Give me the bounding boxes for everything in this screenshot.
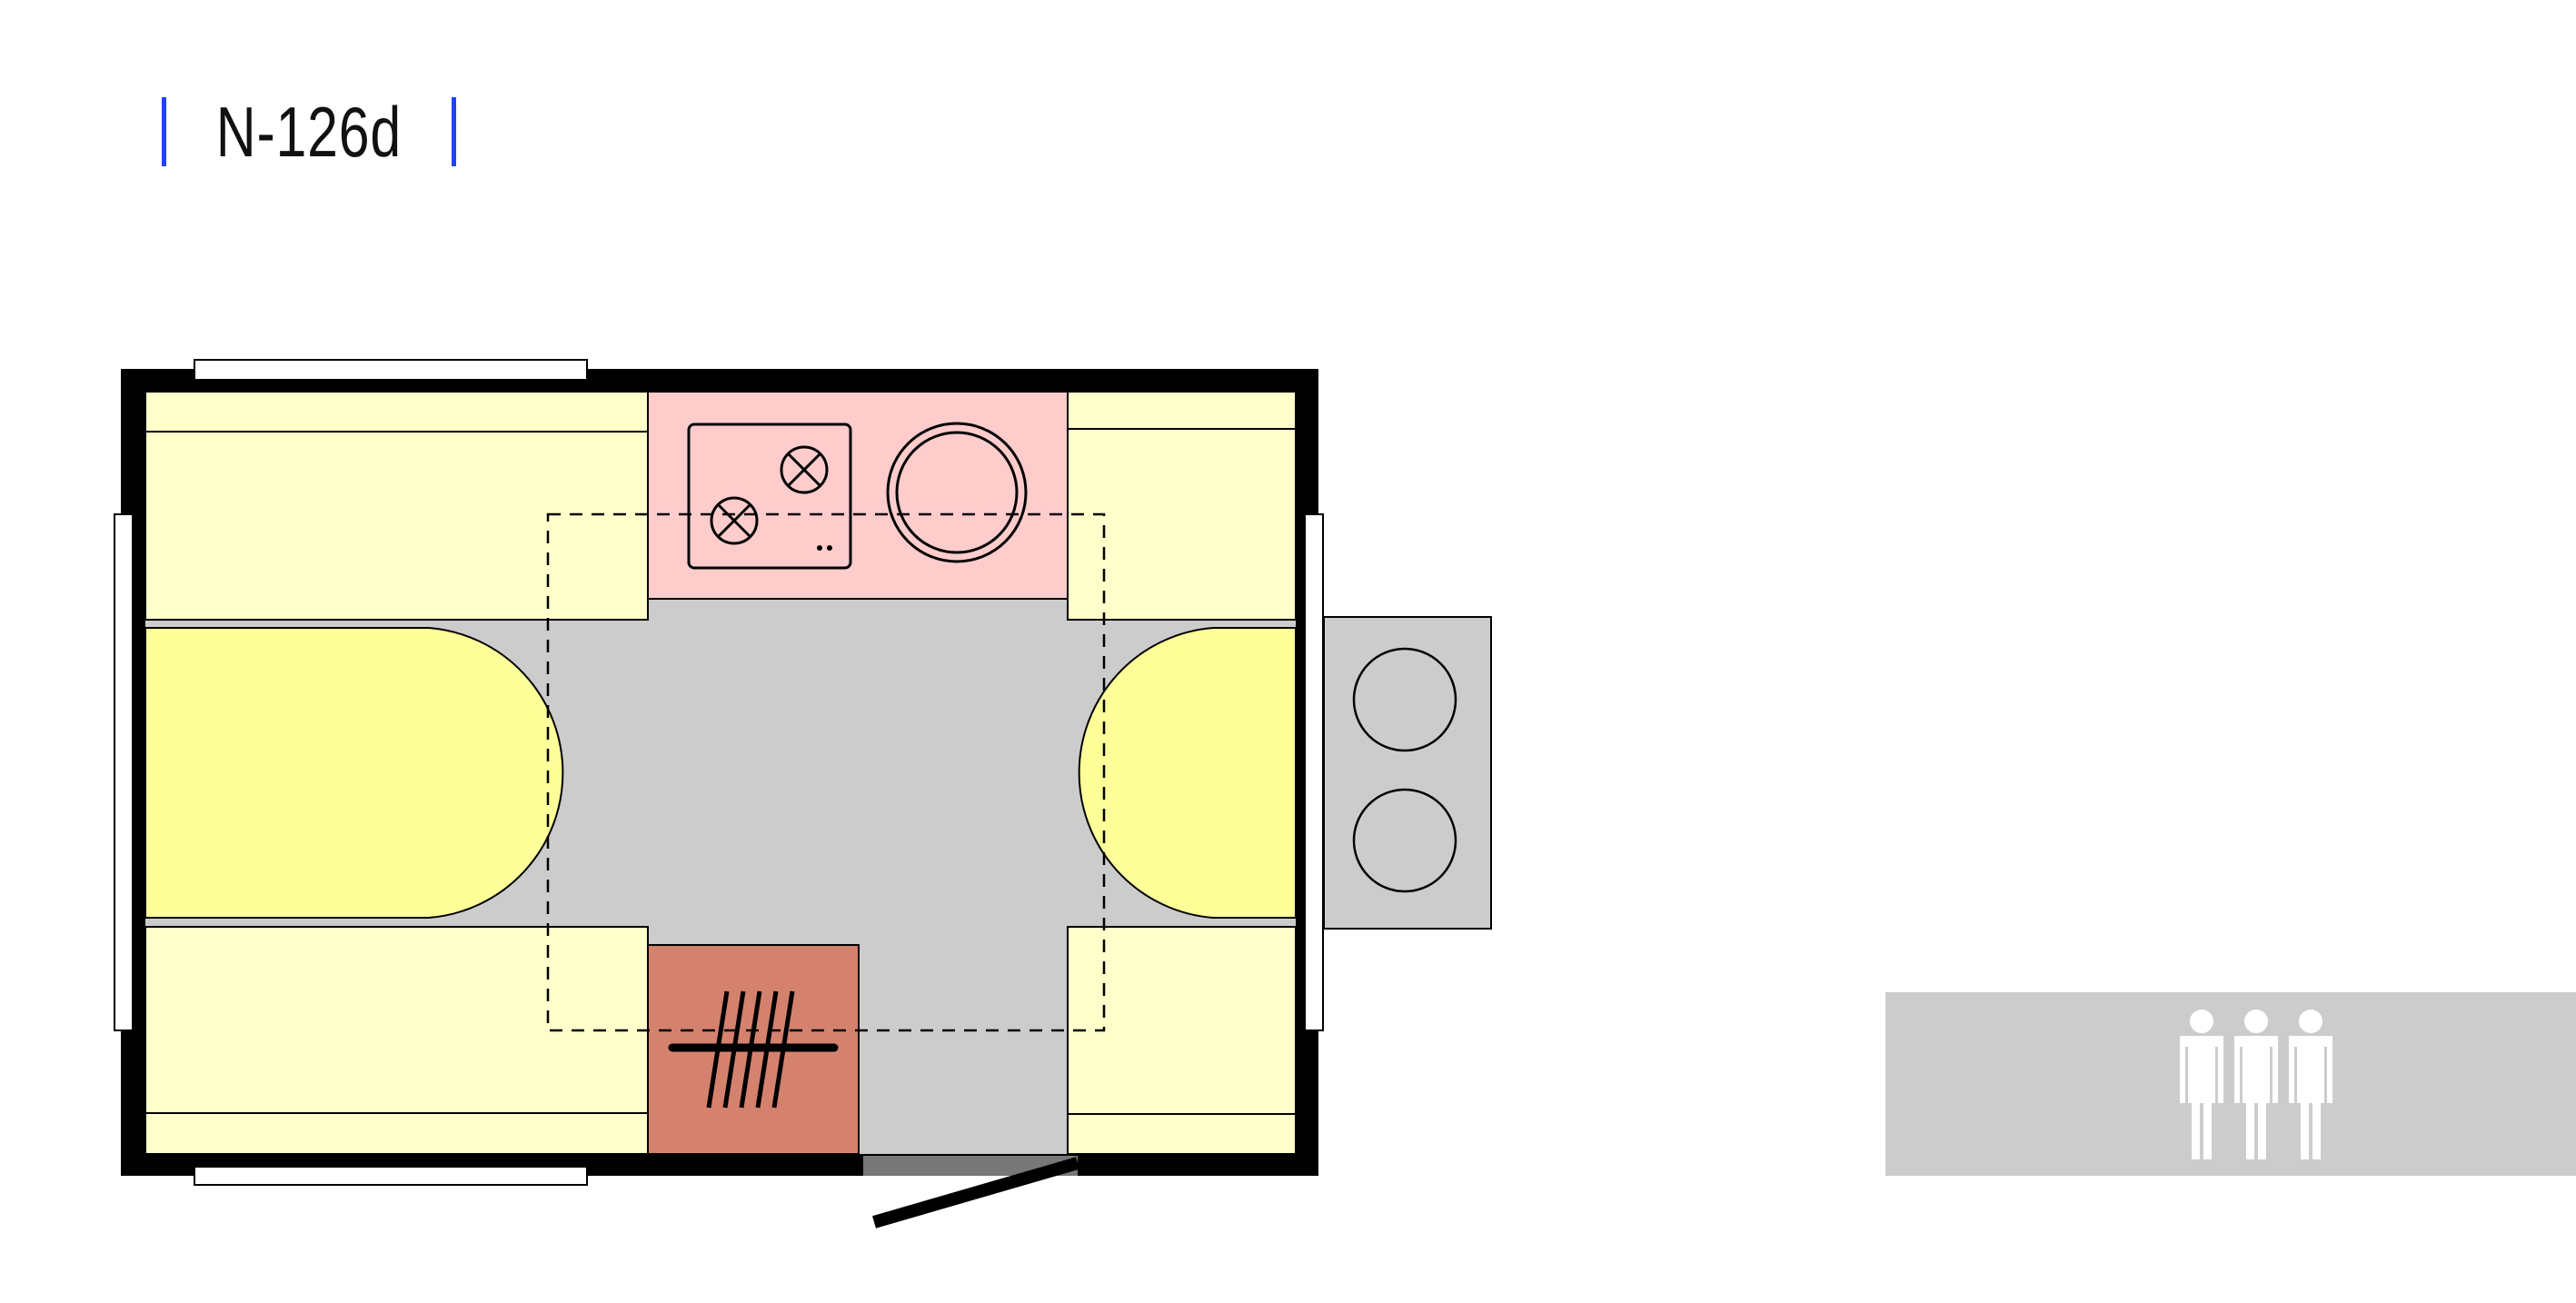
storage-cabinet <box>647 944 860 1155</box>
gas-bottle <box>1352 647 1457 752</box>
gas-bottle <box>1352 788 1457 893</box>
window-bottom <box>194 1166 588 1186</box>
entry-door <box>872 1157 1079 1228</box>
person-icon <box>2180 1010 2223 1159</box>
burner-icon <box>780 445 829 494</box>
kitchen-block <box>647 391 1069 600</box>
person-icon <box>2289 1010 2332 1159</box>
persons-group <box>2180 1010 2332 1159</box>
title-accent-bar-right <box>451 97 456 166</box>
drawbar-gas-box <box>1323 616 1492 930</box>
door-opening <box>863 1156 1078 1176</box>
hob <box>687 423 852 570</box>
bench-top-right <box>1067 391 1297 621</box>
roof-hatch-outline <box>546 512 1106 1032</box>
window-top <box>194 359 588 381</box>
sink-icon <box>886 422 1028 563</box>
occupancy-panel <box>1885 992 2576 1176</box>
bench-top-left <box>144 391 649 621</box>
title-accent-bar-left <box>162 97 166 166</box>
model-name: N-126d <box>215 91 403 172</box>
burner-icon <box>710 496 759 545</box>
table-left <box>144 627 564 919</box>
bench-bottom-right <box>1067 926 1297 1155</box>
table-right <box>1078 627 1297 919</box>
window-right <box>1304 513 1324 1031</box>
window-left <box>114 513 134 1031</box>
model-title: N-126d <box>162 86 456 177</box>
person-icon <box>2234 1010 2278 1159</box>
bench-bottom-left <box>144 926 649 1155</box>
